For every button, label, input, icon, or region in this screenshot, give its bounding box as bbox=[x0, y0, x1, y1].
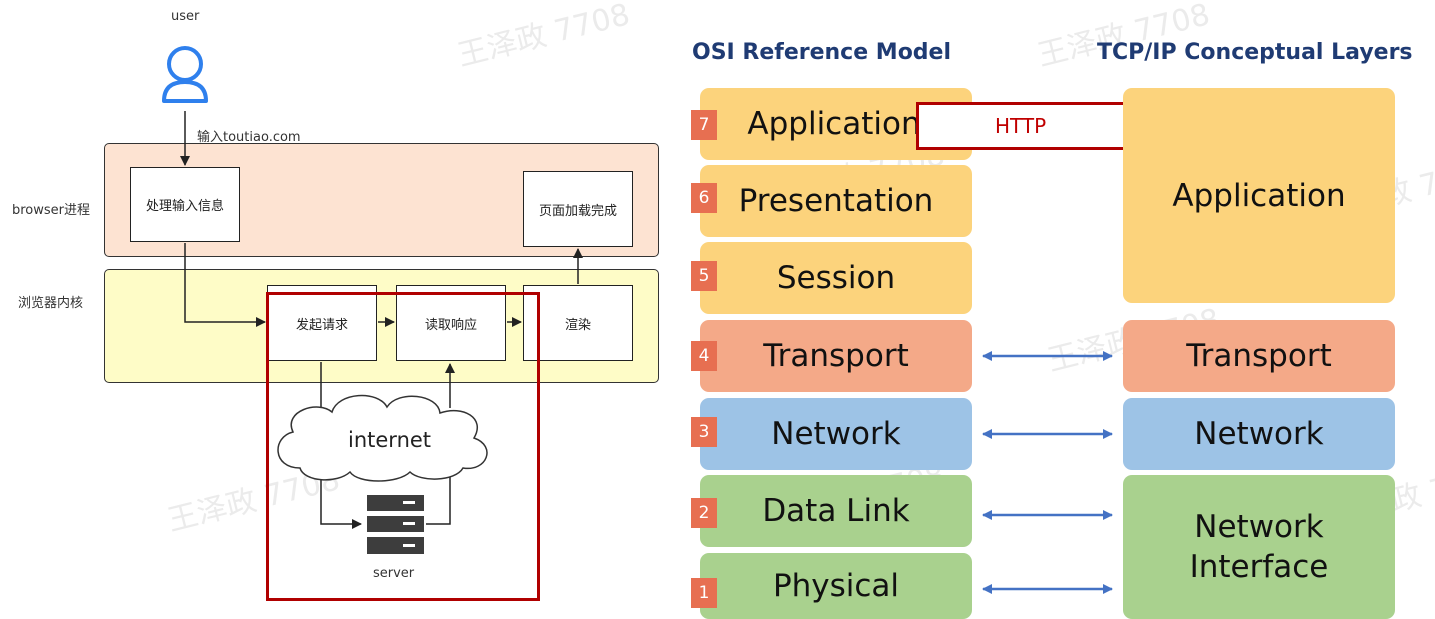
osi-layer-network-label: Network bbox=[771, 416, 901, 452]
tcpip-layer-network-interface: Network Interface bbox=[1123, 475, 1395, 619]
osi-layer-session: Session bbox=[700, 242, 972, 314]
send-request-box: 发起请求 bbox=[267, 285, 377, 361]
render-box: 渲染 bbox=[523, 285, 633, 361]
tcpip-layer-network: Network bbox=[1123, 398, 1395, 470]
tcpip-title: TCP/IP Conceptual Layers bbox=[1097, 40, 1413, 65]
osi-layer-presentation-label: Presentation bbox=[738, 183, 934, 219]
tcpip-layer-application: Application bbox=[1123, 88, 1395, 303]
osi-layer-number: 1 bbox=[691, 578, 717, 608]
server-label: server bbox=[373, 566, 415, 581]
osi-layer-physical-label: Physical bbox=[772, 568, 900, 604]
osi-layer-application-label: Application bbox=[747, 106, 921, 142]
tcpip-layer-network-label: Network bbox=[1194, 416, 1324, 452]
tcpip-layer-application-label: Application bbox=[1172, 177, 1346, 214]
osi-layer-number: 7 bbox=[691, 110, 717, 140]
osi-layer-transport: Transport bbox=[700, 320, 972, 392]
osi-layer-transport-label: Transport bbox=[763, 338, 909, 374]
browser-kernel-label: 浏览器内核 bbox=[18, 296, 84, 311]
osi-layer-data-link-label: Data Link bbox=[762, 493, 910, 529]
osi-layer-physical: Physical bbox=[700, 553, 972, 619]
request-highlight-frame bbox=[266, 292, 540, 601]
osi-layer-session-label: Session bbox=[776, 260, 896, 296]
osi-layer-data-link: Data Link bbox=[700, 475, 972, 547]
page-loaded-box: 页面加载完成 bbox=[523, 171, 633, 247]
osi-layer-network: Network bbox=[700, 398, 972, 470]
tcpip-layer-transport: Transport bbox=[1123, 320, 1395, 392]
internet-label: internet bbox=[348, 428, 432, 452]
tcpip-layer-network-interface-label: Network Interface bbox=[1189, 508, 1329, 585]
osi-layer-number: 2 bbox=[691, 498, 717, 528]
osi-layer-number: 4 bbox=[691, 341, 717, 371]
user-label: user bbox=[171, 9, 200, 24]
osi-layer-number: 3 bbox=[691, 417, 717, 447]
osi-layer-number: 6 bbox=[691, 183, 717, 213]
tcpip-layer-transport-label: Transport bbox=[1186, 338, 1332, 374]
osi-layer-number: 5 bbox=[691, 261, 717, 291]
osi-title: OSI Reference Model bbox=[692, 40, 952, 65]
handle-input-box: 处理输入信息 bbox=[130, 167, 240, 242]
input-label: 输入toutiao.com bbox=[197, 130, 301, 145]
http-highlight-box: HTTP bbox=[916, 102, 1130, 150]
osi-layer-presentation: Presentation bbox=[700, 165, 972, 237]
http-label: HTTP bbox=[995, 114, 1047, 138]
browser-process-label: browser进程 bbox=[12, 203, 91, 218]
read-response-box: 读取响应 bbox=[396, 285, 506, 361]
